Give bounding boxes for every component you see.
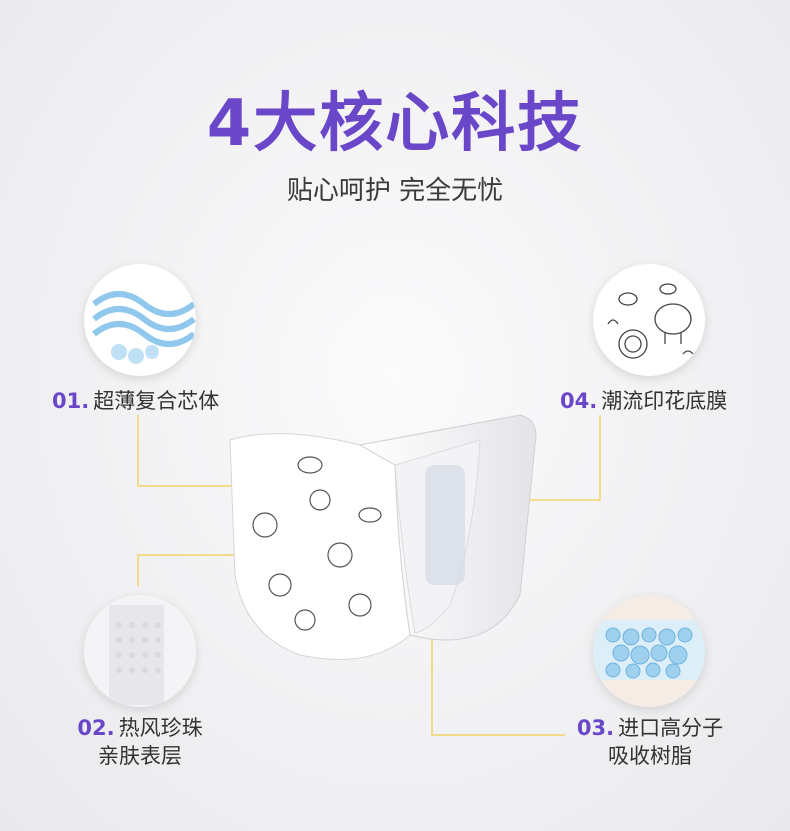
feature-label-01: 01.超薄复合芯体 (52, 387, 219, 415)
feature-text-line2: 亲肤表层 (98, 744, 182, 769)
core-layer-icon (84, 264, 196, 376)
feature-text: 超薄复合芯体 (93, 389, 220, 413)
print-film-icon (593, 264, 705, 376)
feature-text-line1: 进口高分子 (618, 716, 724, 740)
pearl-surface-icon (84, 595, 196, 707)
page-subtitle: 贴心呵护 完全无忧 (286, 176, 504, 206)
feature-label-02: 02.热风珍珠 亲肤表层 (0, 714, 280, 771)
feature-label-03: 03.进口高分子 吸收树脂 (510, 714, 790, 771)
feature-number: 02. (77, 716, 115, 740)
page-title: 4大核心科技 (206, 87, 584, 161)
feature-text: 潮流印花底膜 (601, 389, 728, 413)
feature-number: 04. (560, 389, 598, 413)
polymer-beads-icon (593, 595, 705, 707)
feature-label-04: 04.潮流印花底膜 (560, 387, 727, 415)
feature-number: 03. (576, 716, 615, 740)
feature-number: 01. (52, 389, 90, 413)
diaper-illustration (229, 414, 537, 660)
feature-text-line1: 热风珍珠 (118, 716, 203, 740)
feature-text-line2: 吸收树脂 (608, 744, 692, 769)
